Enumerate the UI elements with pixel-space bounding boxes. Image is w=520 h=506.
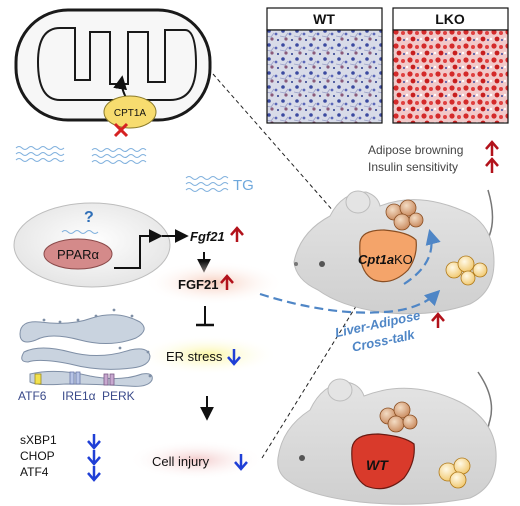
wt-liver [351, 433, 415, 490]
lko-panel-title: LKO [435, 11, 465, 27]
wt-panel-title: WT [313, 11, 335, 27]
fgf21-protein-label: FGF21 [178, 277, 218, 292]
cell-injury-glow [128, 440, 264, 480]
atf6-label: ATF6 [18, 389, 47, 403]
lko-histology-panel: LKO [392, 7, 509, 124]
endoplasmic-reticulum [19, 314, 153, 387]
down-arrow-icon [87, 434, 101, 450]
cpt1a-gene-label: Cpt1a [358, 252, 394, 267]
ko-liver [359, 229, 417, 283]
er-stress-label: ER stress [166, 349, 223, 364]
fatty-acid-group-left [15, 146, 65, 162]
tg-label: TG [233, 177, 254, 194]
perk-label: PERK [102, 389, 135, 403]
cpt1a-label: CPT1A [114, 108, 147, 119]
promoter-line [114, 229, 163, 269]
down-arrow-icon [227, 349, 241, 366]
down-arrow-icon [87, 466, 101, 482]
inhibition-icon [196, 306, 214, 327]
fgf21-glow [144, 261, 284, 305]
up-arrow-icon [431, 312, 445, 328]
atf6-sensor [34, 373, 42, 385]
crosstalk-arrow-upper [403, 229, 441, 285]
fatty-acid-group-middle [91, 148, 147, 164]
up-arrow-icon [485, 157, 499, 173]
ribosome-dots [42, 308, 152, 378]
block-cross-icon [113, 122, 129, 138]
outcome-label: Insulin sensitivity [368, 160, 458, 174]
zoom-line-bottom [261, 273, 377, 459]
adipocyte-cluster-top [445, 255, 488, 286]
cpt1a-protein: CPT1A [103, 95, 157, 129]
ire1a-sensor [69, 371, 81, 385]
er-stress-glow [138, 335, 278, 375]
perk-sensor [103, 373, 115, 386]
down-arrow-icon [234, 454, 248, 471]
wt-histology-panel: WT [266, 7, 383, 124]
marker-label: CHOP [20, 449, 55, 463]
down-arrow-icon [87, 450, 101, 466]
brown-fat-cluster-top [385, 199, 424, 231]
up-arrow-icon [220, 274, 234, 290]
cell-injury-label: Cell injury [152, 454, 210, 469]
up-arrow-icon [485, 140, 499, 156]
wt-mouse-label: WT [366, 457, 389, 473]
mitochondrion [14, 8, 212, 122]
adipocyte-cluster-bottom [438, 457, 471, 489]
triglyceride-icon [185, 176, 229, 192]
ligand-squiggle [61, 230, 99, 234]
ppara-receptor: PPARα [43, 238, 113, 270]
marker-label: sXBP1 [20, 433, 57, 447]
lko-histology-image [392, 29, 509, 124]
ppara-label: PPARα [57, 247, 99, 262]
wt-histology-image [266, 29, 383, 124]
ire1a-label: IRE1α [62, 389, 96, 403]
fgf21-gene-label: Fgf21 [190, 229, 225, 244]
crosstalk-arrow-lower [259, 289, 441, 314]
marker-label: ATF4 [20, 465, 49, 479]
brown-fat-cluster-bottom [379, 401, 418, 433]
up-arrow-icon [230, 226, 244, 242]
outcome-label: Adipose browning [368, 143, 463, 157]
question-mark: ? [84, 209, 94, 226]
ko-label: KO [394, 252, 413, 267]
